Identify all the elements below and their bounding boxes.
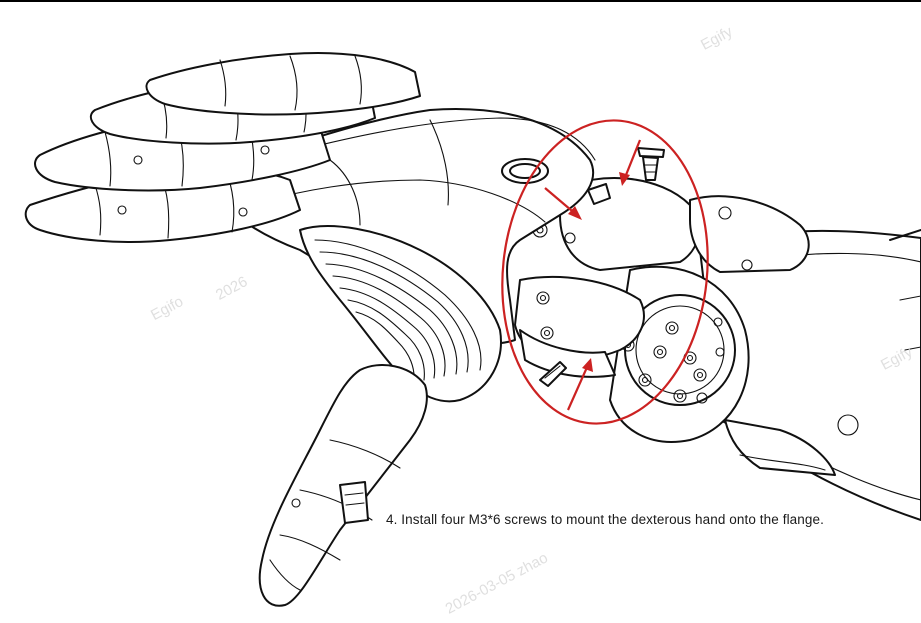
screw-top xyxy=(637,147,665,181)
top-border xyxy=(0,0,921,2)
arrow-top-right xyxy=(619,139,642,186)
screw-bottom xyxy=(539,361,567,387)
step-caption: 4. Install four M3*6 screws to mount the… xyxy=(386,512,824,527)
arrow-bottom xyxy=(566,358,593,411)
highlight-ellipse xyxy=(501,119,709,425)
thumb-base xyxy=(299,225,502,403)
screw-right-small xyxy=(587,183,611,205)
flange-unit xyxy=(559,177,836,476)
arrow-top-left xyxy=(544,187,582,220)
thumb xyxy=(258,364,428,607)
finger-little xyxy=(145,51,421,116)
